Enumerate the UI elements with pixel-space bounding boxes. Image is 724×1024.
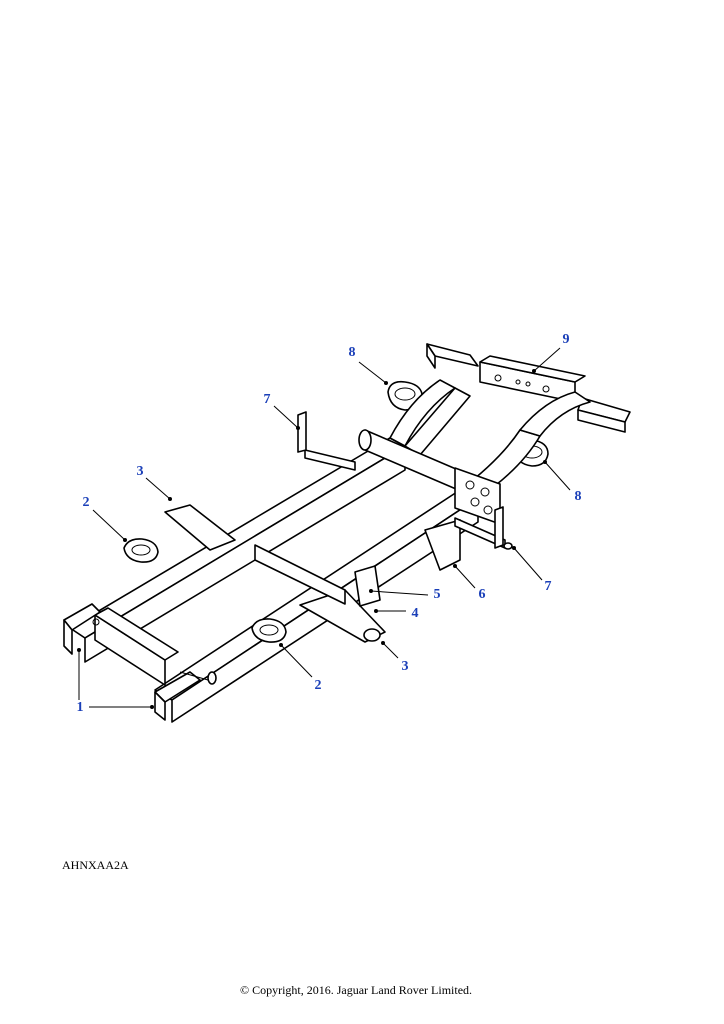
callout-2-left[interactable]: 2 <box>82 495 90 510</box>
callout-6[interactable]: 6 <box>478 587 486 602</box>
gearbox-crossmember <box>354 467 501 607</box>
leader-lines <box>77 347 571 709</box>
callout-8-left[interactable]: 8 <box>348 345 356 360</box>
callout-3-left[interactable]: 3 <box>136 464 144 479</box>
tube-crossmembers <box>179 411 513 685</box>
callout-8-right[interactable]: 8 <box>574 489 582 504</box>
callout-7-rear[interactable]: 7 <box>263 392 271 407</box>
callout-2-right[interactable]: 2 <box>314 678 322 693</box>
callout-9[interactable]: 9 <box>562 332 570 347</box>
radius-arm-mounts <box>164 504 386 643</box>
callout-1[interactable]: 1 <box>76 700 84 715</box>
left-chassis-rail <box>69 379 471 663</box>
callout-4[interactable]: 4 <box>411 606 419 621</box>
copyright-notice: © Copyright, 2016. Jaguar Land Rover Lim… <box>239 983 473 997</box>
front-crossmember <box>63 603 201 721</box>
callout-5[interactable]: 5 <box>433 587 441 602</box>
front-spring-towers <box>123 538 287 643</box>
callout-7-front[interactable]: 7 <box>544 579 552 594</box>
rear-outriggers <box>426 343 631 433</box>
callout-3-right[interactable]: 3 <box>401 659 409 674</box>
diagram-reference-code: AHNXAA2A <box>62 858 129 872</box>
rear-crossmember <box>479 355 586 403</box>
